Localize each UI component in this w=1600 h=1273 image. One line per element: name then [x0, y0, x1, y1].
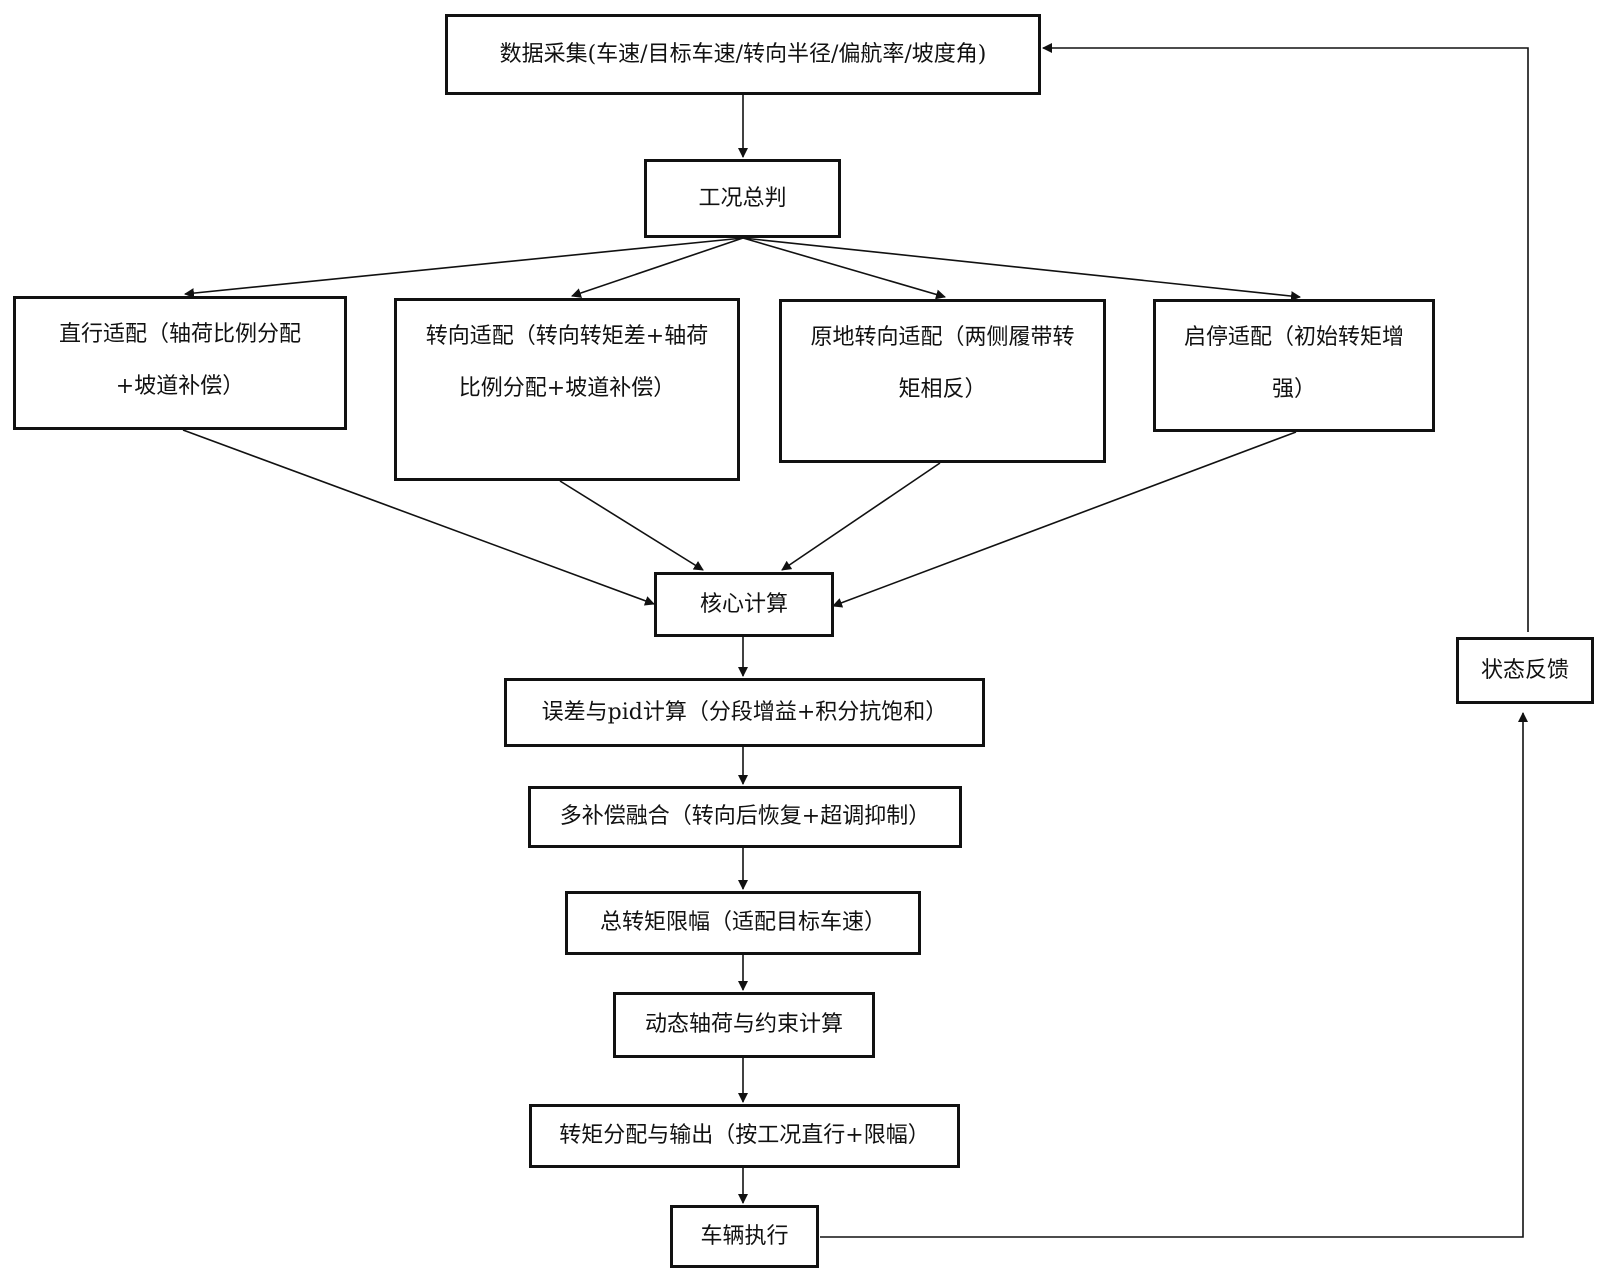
node-pivot-steering-adapt: 原地转向适配（两侧履带转矩相反）: [779, 299, 1106, 463]
edge-judge-to-startstop: [742, 237, 1301, 302]
edge-startstop-to-core: [832, 431, 1297, 608]
edge-exec-to-feedback: [820, 712, 1528, 1238]
edge-judge-to-steering: [571, 237, 744, 298]
node-data-collection: 数据采集(车速/目标车速/转向半径/偏航率/坡度角): [445, 14, 1041, 95]
node-compensation-fusion: 多补偿融合（转向后恢复+超调抑制）: [528, 786, 962, 848]
node-state-feedback: 状态反馈: [1456, 637, 1594, 704]
edge-judge-to-pivot: [742, 237, 946, 300]
edge-straight-to-core: [182, 429, 655, 606]
node-steering-adapt: 转向适配（转向转矩差+轴荷比例分配+坡道补偿）: [394, 298, 740, 481]
node-vehicle-execution: 车辆执行: [670, 1205, 819, 1268]
node-condition-judge: 工况总判: [644, 159, 841, 238]
edge-feedback-to-collect: [1042, 43, 1529, 632]
node-torque-distribution: 转矩分配与输出（按工况直行+限幅）: [529, 1104, 960, 1168]
edge-pivot-to-core: [781, 462, 941, 571]
node-pid-calc: 误差与pid计算（分段增益+积分抗饱和）: [504, 678, 985, 747]
edge-judge-to-straight: [184, 237, 744, 299]
node-torque-limit: 总转矩限幅（适配目标车速）: [565, 891, 921, 955]
edge-steering-to-core: [559, 480, 704, 571]
node-start-stop-adapt: 启停适配（初始转矩增强）: [1153, 299, 1435, 432]
node-core-calc: 核心计算: [654, 572, 834, 637]
node-axle-load-calc: 动态轴荷与约束计算: [613, 992, 875, 1058]
node-straight-adapt: 直行适配（轴荷比例分配+坡道补偿）: [13, 296, 347, 430]
